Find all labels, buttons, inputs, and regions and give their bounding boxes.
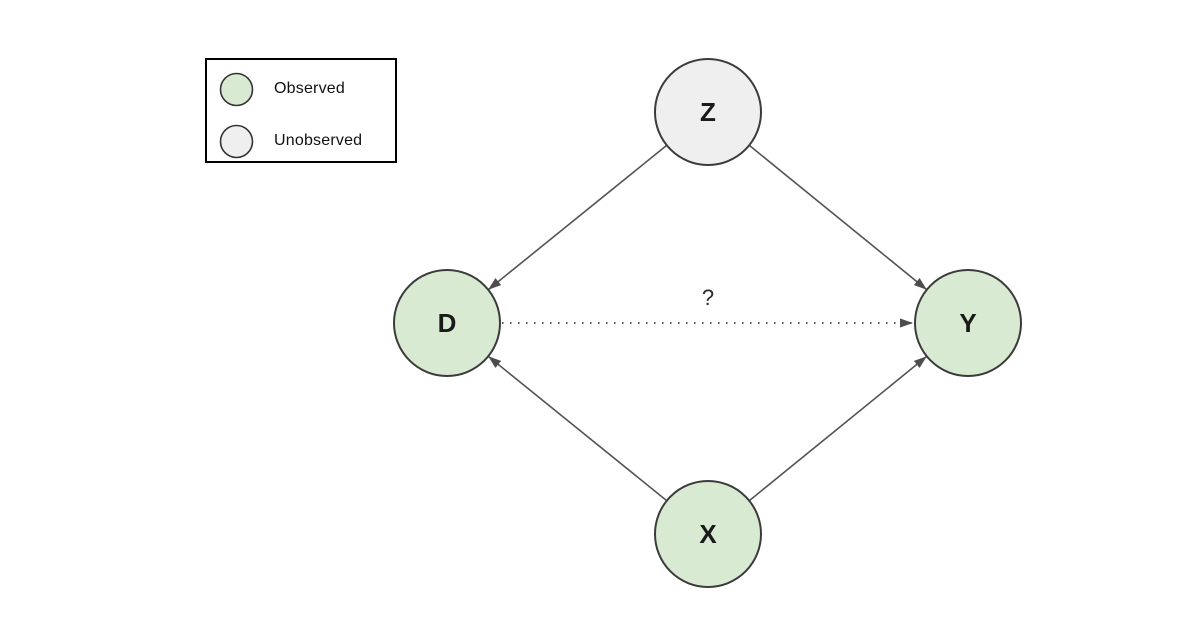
legend-label-unobserved: Unobserved <box>274 132 363 149</box>
edge-x-to-y <box>748 355 928 502</box>
legend: Observed Unobserved <box>205 58 397 163</box>
unobserved-circle-icon <box>219 124 254 158</box>
node-y-circle <box>914 269 1022 377</box>
edge-question-label: ? <box>702 285 714 310</box>
observed-circle-icon <box>219 72 254 106</box>
node-x-label: X <box>699 519 717 549</box>
legend-item-unobserved: Unobserved <box>219 115 395 167</box>
node-x: X <box>654 480 762 588</box>
legend-label-observed: Observed <box>274 80 345 97</box>
node-x-circle <box>654 480 762 588</box>
edge-z-to-d <box>487 144 668 291</box>
unobserved-swatch-icon <box>219 124 254 158</box>
node-z-label: Z <box>700 97 716 127</box>
observed-swatch-icon <box>219 72 254 106</box>
node-y: Y <box>914 269 1022 377</box>
node-d-circle <box>393 269 501 377</box>
node-y-label: Y <box>959 308 976 338</box>
legend-item-observed: Observed <box>219 63 395 115</box>
node-z-circle <box>654 58 762 166</box>
node-z: Z <box>654 58 762 166</box>
edge-z-to-y <box>748 144 928 291</box>
edge-x-to-d <box>487 355 668 502</box>
node-d: D <box>393 269 501 377</box>
node-d-label: D <box>438 308 457 338</box>
